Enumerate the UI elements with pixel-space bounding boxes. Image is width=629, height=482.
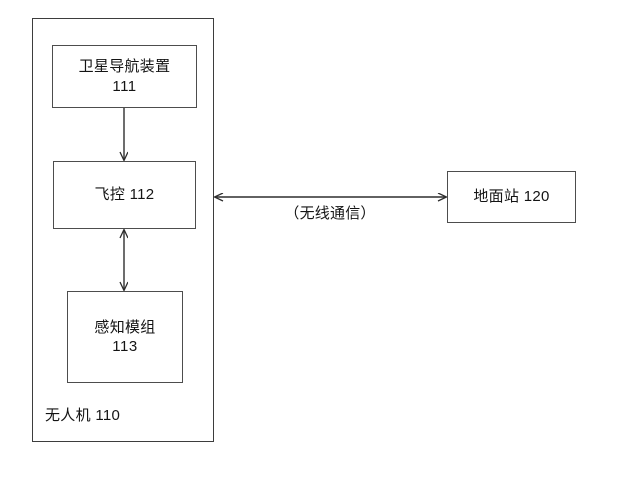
connector-label-wireless-communication: （无线通信） [284,205,376,222]
node-perception-module[interactable]: 感知模组 113 [67,291,183,383]
node-flight-controller[interactable]: 飞控 112 [53,161,196,229]
node-perception-number: 113 [112,338,138,355]
node-perception-title: 感知模组 [94,318,156,336]
uav-container-label: 无人机 110 [45,407,121,424]
node-satnav-title: 卫星导航装置 [78,58,171,76]
node-satnav-number: 111 [112,77,137,95]
node-groundstation-label: 地面站 120 [473,188,550,206]
node-satellite-navigation-device[interactable]: 卫星导航装置 111 [52,45,197,108]
node-flightctrl-label: 飞控 112 [94,186,155,204]
node-ground-station[interactable]: 地面站 120 [447,171,576,223]
